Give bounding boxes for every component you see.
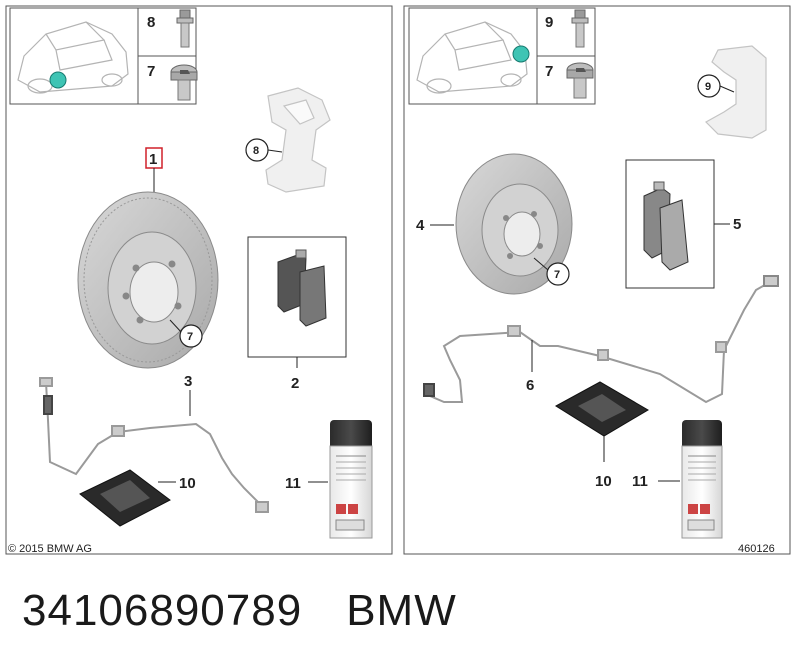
part-caption: 34106890789 BMW bbox=[22, 586, 457, 636]
right-panel-frame bbox=[403, 5, 791, 555]
bolt-icon bbox=[176, 9, 194, 48]
grease-sachet-drawing bbox=[79, 469, 171, 527]
circled-number-bracket: 9 bbox=[705, 81, 711, 93]
car-outline-icon bbox=[416, 21, 528, 94]
callout-11-right: 11 bbox=[632, 473, 648, 490]
parts-diagram: 8 7 8 1 bbox=[5, 5, 791, 555]
rear-brake-indicator-icon bbox=[512, 45, 530, 63]
right-panel: 9 7 9 4 bbox=[403, 5, 791, 555]
callout-2: 2 bbox=[291, 375, 299, 392]
front-brake-indicator-icon bbox=[49, 71, 67, 89]
circled-number-bracket: 8 bbox=[253, 145, 259, 157]
brand-name: BMW bbox=[346, 586, 457, 635]
circled-number-bolt: 7 bbox=[554, 269, 560, 281]
callout-3: 3 bbox=[184, 373, 192, 390]
callout-4: 4 bbox=[416, 217, 425, 234]
callout-10-right: 10 bbox=[595, 473, 612, 490]
inset-label-8: 8 bbox=[147, 14, 155, 31]
hex-bolt-icon bbox=[170, 64, 198, 101]
inset-label-7: 7 bbox=[545, 63, 553, 80]
hex-bolt-icon bbox=[566, 62, 594, 99]
brake-disc-drawing bbox=[455, 153, 573, 295]
grease-sachet-drawing bbox=[555, 381, 649, 437]
callout-10-left: 10 bbox=[179, 475, 196, 492]
inset-label-7: 7 bbox=[147, 63, 155, 80]
callout-circle-bolt bbox=[179, 324, 203, 348]
diagram-id-text: 460126 bbox=[738, 543, 775, 555]
part-number: 34106890789 bbox=[22, 586, 303, 635]
left-panel-frame bbox=[5, 5, 393, 555]
left-inset: 8 7 bbox=[9, 7, 198, 105]
callout-circle-bolt bbox=[546, 262, 570, 286]
spray-can-drawing bbox=[329, 420, 373, 539]
copyright-text: © 2015 BMW AG bbox=[8, 543, 92, 555]
callout-11-left: 11 bbox=[285, 475, 301, 492]
left-panel: 8 7 8 1 bbox=[5, 5, 393, 555]
brake-disc-drawing bbox=[77, 191, 219, 369]
callout-1: 1 bbox=[149, 151, 157, 168]
circled-number-bolt: 7 bbox=[187, 331, 193, 343]
callout-6: 6 bbox=[526, 377, 534, 394]
right-inset: 9 7 bbox=[408, 7, 596, 105]
caliper-bracket-drawing bbox=[265, 87, 331, 193]
inset-label-9: 9 bbox=[545, 14, 553, 31]
wear-sensor-cable-drawing bbox=[39, 377, 269, 513]
brake-pads-drawing bbox=[277, 249, 327, 327]
callout-5: 5 bbox=[733, 216, 741, 233]
wear-sensor-cable-drawing bbox=[423, 275, 779, 404]
caliper-bracket-drawing bbox=[705, 45, 767, 139]
brake-pads-drawing bbox=[643, 181, 689, 271]
bolt-icon bbox=[571, 9, 589, 48]
spray-can-drawing bbox=[681, 420, 723, 539]
